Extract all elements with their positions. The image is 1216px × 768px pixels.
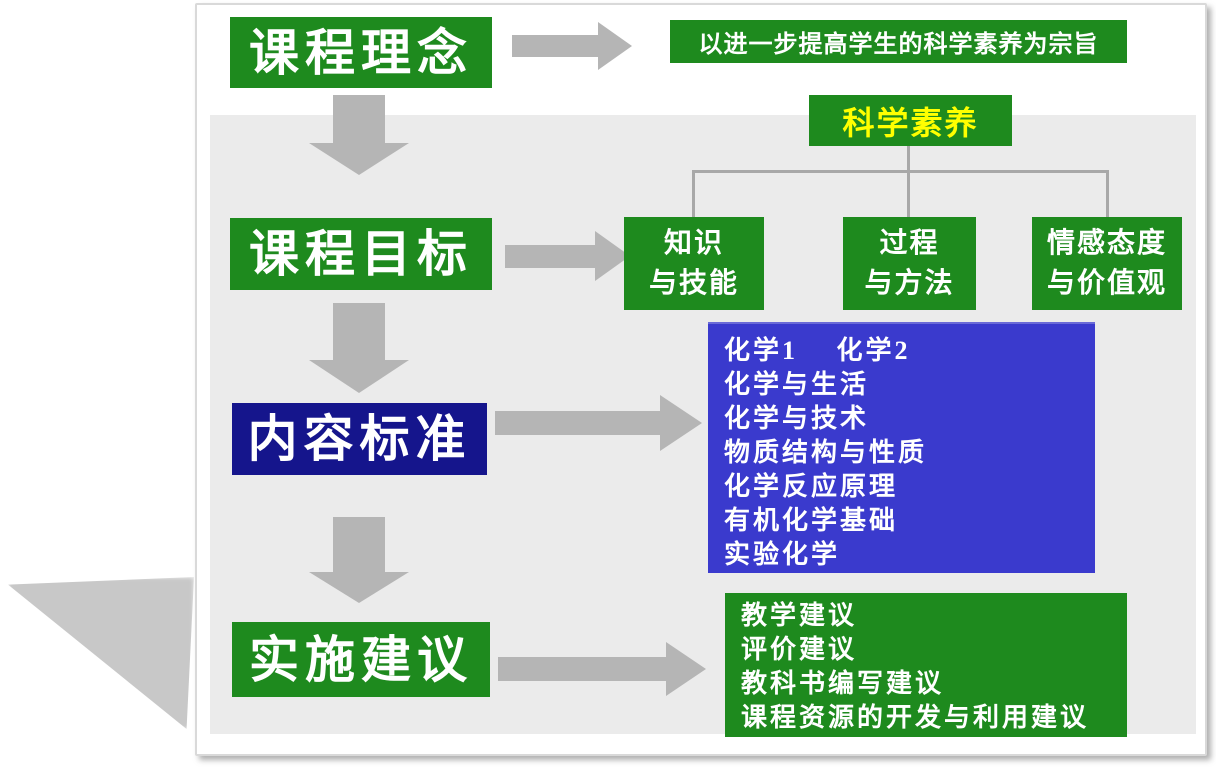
down-arrow-tail — [333, 95, 385, 143]
down-arrow-head — [309, 360, 409, 393]
right-arrow-icon — [495, 395, 702, 451]
stage-box-curriculum-goals: 课程目标 — [230, 218, 492, 290]
stage-label: 实施建议 — [249, 631, 473, 688]
right-arrow-icon — [498, 642, 706, 696]
right-arrow-tail — [495, 411, 660, 435]
down-arrow-head — [309, 572, 409, 603]
down-arrow-tail — [333, 517, 385, 572]
science-literacy-badge: 科学素养 — [809, 95, 1012, 146]
goal-line: 与技能 — [648, 267, 739, 299]
right-arrow-head — [666, 642, 706, 696]
content-module: 化学反应原理 — [724, 472, 899, 501]
right-arrow-head — [598, 22, 632, 70]
purpose-banner-label: 以进一步提高学生的科学素养为宗旨 — [698, 32, 1099, 58]
down-arrow-icon — [309, 95, 409, 175]
content-module: 物质结构与性质 — [724, 438, 928, 467]
right-arrow-head — [660, 395, 702, 451]
stage-label: 内容标准 — [247, 411, 472, 467]
suggestion-item: 评价建议 — [741, 635, 858, 664]
right-arrow-tail — [505, 244, 595, 268]
down-arrow-tail — [333, 303, 385, 360]
science-literacy-label: 科学素养 — [842, 104, 979, 141]
connector-stub-top — [907, 146, 910, 172]
right-arrow-tail — [512, 35, 598, 57]
content-standards-list: 化学1 化学2 化学与生活 化学与技术 物质结构与性质 化学反应原理 有机化学基… — [708, 322, 1095, 573]
down-arrow-icon — [309, 517, 409, 603]
goal-box-knowledge-skills: 知识 与技能 — [624, 217, 764, 310]
content-module: 化学1 化学2 — [724, 336, 911, 365]
suggestion-item: 课程资源的开发与利用建议 — [741, 703, 1090, 732]
connector-stub-left — [692, 170, 695, 217]
goal-line: 情感态度 — [1046, 227, 1167, 259]
suggestion-item: 教科书编写建议 — [741, 669, 945, 698]
right-arrow-icon — [512, 22, 632, 70]
connector-stub-right — [1106, 170, 1109, 217]
right-arrow-tail — [498, 657, 666, 681]
connector-stub-middle — [907, 170, 910, 217]
right-arrow-icon — [505, 231, 630, 281]
stage-box-implementation-suggestions: 实施建议 — [232, 622, 490, 697]
connector-horizontal — [692, 170, 1109, 173]
goal-line: 过程 — [879, 227, 940, 259]
slide-corner-shadow — [8, 577, 194, 729]
stage-box-curriculum-philosophy: 课程理念 — [230, 17, 492, 88]
stage-label: 课程目标 — [249, 226, 473, 282]
stage-box-content-standards: 内容标准 — [232, 403, 487, 475]
goal-line: 与价值观 — [1046, 267, 1167, 299]
suggestion-item: 教学建议 — [741, 601, 858, 630]
stage-label: 课程理念 — [249, 24, 473, 81]
down-arrow-head — [309, 143, 409, 175]
content-module: 化学与生活 — [724, 370, 870, 399]
content-module: 化学与技术 — [724, 404, 870, 433]
goal-box-attitudes-values: 情感态度 与价值观 — [1032, 217, 1182, 310]
down-arrow-icon — [309, 303, 409, 393]
purpose-banner: 以进一步提高学生的科学素养为宗旨 — [670, 20, 1127, 63]
content-module: 实验化学 — [724, 540, 841, 569]
goal-box-process-methods: 过程 与方法 — [843, 217, 976, 310]
implementation-suggestions-list: 教学建议 评价建议 教科书编写建议 课程资源的开发与利用建议 — [725, 593, 1127, 737]
goal-line: 与方法 — [864, 267, 955, 299]
goal-line: 知识 — [663, 227, 724, 259]
content-module: 有机化学基础 — [724, 506, 899, 535]
